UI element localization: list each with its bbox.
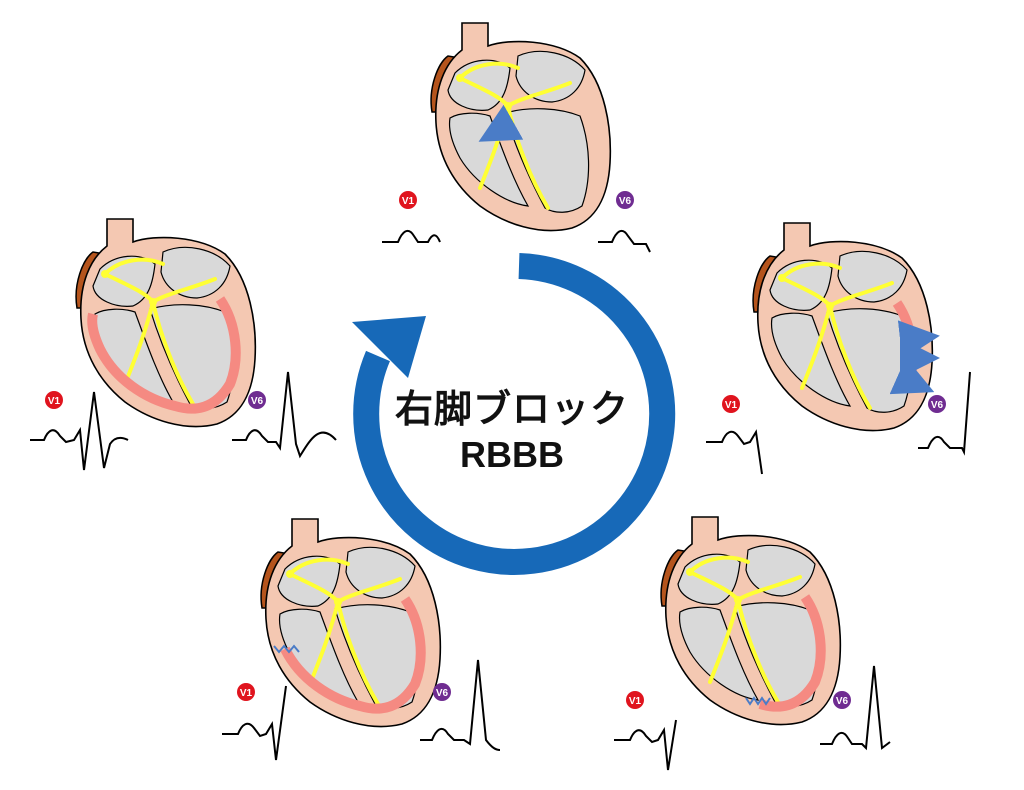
ecg-trace-v6-stage-4 [420,659,501,751]
lead-label-v1: V1 [629,696,642,707]
ecg-trace-v1-stage-2 [706,429,763,475]
heart-stage-5 [74,217,258,429]
diagram-title-abbreviation: RBBB [460,434,564,475]
cycle-arrow-icon [352,253,676,575]
diagram-title-japanese: 右脚ブロック [394,387,629,431]
ecg-trace-v1-stage-4 [222,685,287,761]
activation-arrow-icon [478,104,524,142]
lead-label-v6: V6 [931,400,944,411]
wavefront-zigzag-icon [745,696,771,706]
heart-stage-2 [751,221,940,433]
wavefront-zigzag-icon [273,644,300,654]
ecg-trace-v1-stage-3 [614,719,677,771]
lead-label-v1: V1 [240,688,253,699]
lead-label-v6: V6 [619,196,632,207]
title-block: 右脚ブロック RBBB [382,385,642,477]
lead-label-v1: V1 [725,400,738,411]
heart-stage-4 [259,517,443,729]
ecg-trace-v6-stage-2 [918,371,971,456]
activation-arrow-icon [889,320,940,395]
ecg-trace-v1-stage-1 [382,229,441,243]
ecg-trace-v6-stage-1 [598,229,651,253]
ecg-trace-v6-stage-5 [232,371,337,459]
lead-label-v6: V6 [251,396,264,407]
ecg-trace-v1-stage-5 [30,391,129,471]
lead-label-v6: V6 [836,696,849,707]
lead-label-v6: V6 [436,688,449,699]
ecg-trace-v6-stage-3 [820,665,891,751]
lead-label-v1: V1 [48,396,61,407]
heart-stage-3 [659,515,843,727]
heart-stage-1 [429,21,613,233]
lead-label-v1: V1 [402,196,415,207]
